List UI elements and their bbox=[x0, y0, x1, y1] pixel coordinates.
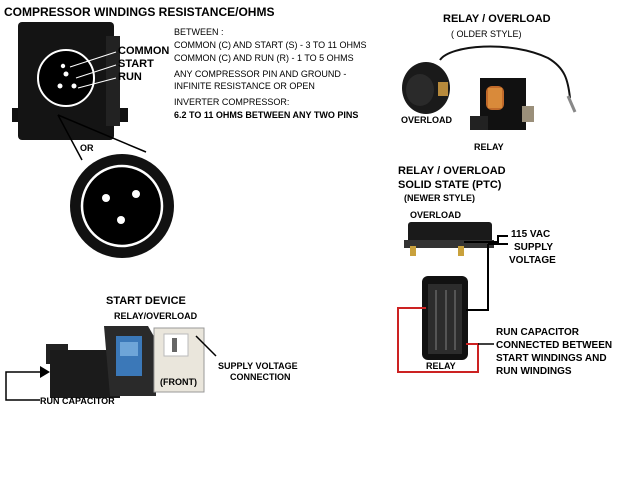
older-relay-overload-image bbox=[402, 45, 577, 130]
ptc-title-1: RELAY / OVERLOAD bbox=[398, 165, 506, 177]
note-ground-1: ANY COMPRESSOR PIN AND GROUND - bbox=[174, 69, 347, 79]
note-between: BETWEEN : bbox=[174, 27, 224, 37]
ptc-relay-image bbox=[422, 276, 468, 360]
older-relay-label: RELAY bbox=[474, 142, 504, 152]
start-device-run-capacitor: RUN CAPACITOR bbox=[40, 396, 115, 406]
ptc-subtitle: (NEWER STYLE) bbox=[404, 193, 475, 203]
note-common-run: COMMON (C) AND RUN (R) - 1 TO 5 OHMS bbox=[174, 53, 354, 63]
pin-letter-r: R bbox=[101, 201, 108, 211]
start-device-title: START DEVICE bbox=[106, 295, 186, 307]
start-device-relay-image bbox=[46, 326, 156, 398]
pin-letter-c: C bbox=[118, 224, 125, 234]
pin-letter-s: S bbox=[133, 197, 140, 207]
start-device-supply-2: CONNECTION bbox=[230, 372, 291, 382]
ptc-cap-2: CONNECTED BETWEEN bbox=[496, 340, 613, 351]
ptc-supply-3: VOLTAGE bbox=[509, 255, 556, 266]
ptc-cap-3: START WINDINGS AND bbox=[496, 353, 607, 364]
start-device-front: (FRONT) bbox=[160, 377, 197, 387]
ptc-supply-1: 115 VAC bbox=[511, 229, 551, 240]
pin-label-start: START bbox=[118, 58, 154, 70]
supply-wire-2 bbox=[466, 244, 489, 311]
compressor-terminal-block bbox=[12, 22, 128, 140]
supply-wire-1 bbox=[464, 235, 508, 243]
zoom-line-right bbox=[57, 114, 147, 153]
zoom-line-left bbox=[57, 114, 83, 161]
older-relay-title: RELAY / OVERLOAD bbox=[443, 13, 551, 25]
ptc-title-2: SOLID STATE (PTC) bbox=[398, 179, 502, 191]
ptc-relay-label: RELAY bbox=[426, 361, 456, 371]
run-capacitor-wire bbox=[397, 307, 479, 373]
ptc-overload-image bbox=[404, 222, 494, 256]
ptc-overload-label: OVERLOAD bbox=[410, 210, 462, 220]
ptc-cap-1: RUN CAPACITOR bbox=[496, 327, 579, 338]
ptc-supply-2: SUPPLY bbox=[514, 242, 554, 253]
older-overload-label: OVERLOAD bbox=[401, 115, 453, 125]
note-inverter: 6.2 TO 11 OHMS BETWEEN ANY TWO PINS bbox=[174, 110, 359, 120]
compressor-title: COMPRESSOR WINDINGS RESISTANCE/OHMS bbox=[4, 5, 275, 19]
ptc-cap-4: RUN WINDINGS bbox=[496, 366, 572, 377]
start-device-relay-overload: RELAY/OVERLOAD bbox=[114, 311, 198, 321]
start-device-supply-1: SUPPLY VOLTAGE bbox=[218, 361, 298, 371]
pin-label-run: RUN bbox=[118, 71, 142, 83]
older-relay-subtitle: ( OLDER STYLE) bbox=[451, 29, 522, 39]
pin-label-common: COMMON bbox=[118, 45, 170, 57]
note-ground-2: INFINITE RESISTANCE OR OPEN bbox=[174, 81, 315, 91]
enlarged-pin-view bbox=[70, 154, 174, 258]
note-common-start: COMMON (C) AND START (S) - 3 TO 11 OHMS bbox=[174, 40, 367, 50]
or-label: OR bbox=[80, 143, 94, 153]
note-inverter-title: INVERTER COMPRESSOR: bbox=[174, 97, 290, 107]
start-device-front-image bbox=[153, 327, 205, 393]
